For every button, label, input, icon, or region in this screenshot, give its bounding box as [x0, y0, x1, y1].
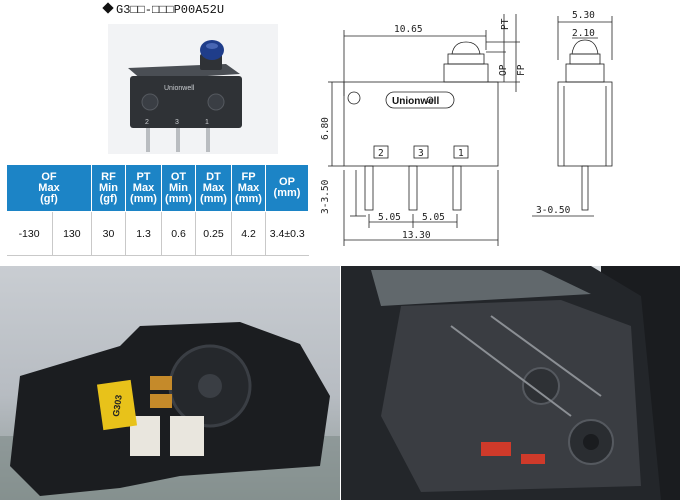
dim-side-width: 5.30 — [572, 10, 595, 21]
dimension-drawing: 10.65 PT OP FP 6.80 3-3.50 5.05 5.05 13.… — [320, 10, 613, 246]
side-body-outline — [557, 81, 613, 167]
product-photo: Unionwell 2 3 1 — [108, 24, 278, 154]
value-of-max: 130 — [52, 211, 93, 256]
value-of-min: -130 — [6, 211, 53, 256]
value-ot: 0.6 — [161, 211, 196, 256]
actuator-outline — [451, 41, 481, 55]
drawing-pin — [364, 165, 374, 211]
header-fp: FP Max (mm) — [231, 164, 266, 212]
switch-body — [130, 76, 242, 128]
drawing-pin — [452, 165, 462, 211]
value-dt: 0.25 — [195, 211, 232, 256]
dim-fp: FP — [516, 64, 527, 76]
dim-pt: PT — [500, 18, 511, 30]
header-pt: PT Max (mm) — [125, 164, 162, 212]
drawing-pin-3: 3 — [418, 148, 424, 159]
mounting-hole — [141, 93, 159, 111]
dim-total-width: 13.30 — [402, 230, 431, 241]
dim-width-top: 10.65 — [394, 24, 423, 35]
dim-pitch-left: 5.05 — [378, 212, 401, 223]
photo-label-text: G303 — [111, 394, 124, 417]
product-brand-label: Unionwell — [164, 85, 195, 92]
header-ot: OT Min (mm) — [161, 164, 196, 212]
dim-pitch-right: 5.05 — [422, 212, 445, 223]
drawing-logo: Unionwell — [392, 96, 439, 107]
micro-switch-illustration: Unionwell 2 3 1 — [128, 40, 242, 152]
door-panel — [381, 300, 641, 492]
pin-label-3: 3 — [175, 119, 179, 126]
part-number-text: G3□□-□□□P00A52U — [116, 3, 225, 17]
header-rf: RF Min (gf) — [91, 164, 126, 212]
dim-pin-length: 3-3.50 — [320, 179, 331, 214]
dim-height: 6.80 — [320, 117, 331, 140]
value-rf: 30 — [91, 211, 126, 256]
value-fp: 4.2 — [231, 211, 266, 256]
g303-label — [96, 379, 138, 431]
mounting-hole — [347, 91, 361, 105]
part-number-title: G3□□-□□□P00A52U — [102, 2, 225, 17]
specification-table: OF Max (gf) RF Min (gf) PT Max (mm) OT M… — [6, 164, 309, 256]
header-dt: DT Max (mm) — [195, 164, 232, 212]
value-op: 3.4±0.3 — [265, 211, 309, 256]
actuator-housing-illustration: G303 — [0, 266, 340, 500]
header-of: OF Max (gf) — [6, 164, 92, 212]
application-photo-car-door — [341, 266, 680, 500]
logo-outline — [385, 91, 455, 109]
pin-label-1: 1 — [205, 119, 209, 126]
switch-pin — [206, 122, 210, 152]
dim-pin-width: 3-0.50 — [536, 205, 571, 216]
drawing-pin-1: 1 — [458, 148, 464, 159]
diamond-bullet-icon — [102, 2, 114, 14]
spec-header-row: OF Max (gf) RF Min (gf) PT Max (mm) OT M… — [6, 164, 309, 212]
dim-op: OP — [498, 64, 509, 76]
switch-body-outline — [343, 81, 499, 167]
car-door-illustration — [341, 266, 680, 500]
regulator-motor — [522, 367, 560, 405]
switch-pin — [146, 122, 150, 152]
dim-actuator-dia: 2.10 — [572, 28, 595, 39]
drawing-pin-2: 2 — [378, 148, 384, 159]
actuator-housing — [10, 322, 330, 496]
value-pt: 1.3 — [125, 211, 162, 256]
switch-pin — [176, 122, 180, 152]
drawing-pin — [408, 165, 418, 211]
mounting-hole — [207, 93, 225, 111]
pin-label-2: 2 — [145, 119, 149, 126]
actuator-button — [200, 40, 224, 60]
spec-values-row: -130 130 30 1.3 0.6 0.25 4.2 3.4±0.3 — [6, 211, 309, 256]
side-actuator-outline — [571, 39, 599, 55]
application-photo-actuator: G303 — [0, 266, 340, 500]
header-op: OP (mm) — [265, 164, 309, 212]
